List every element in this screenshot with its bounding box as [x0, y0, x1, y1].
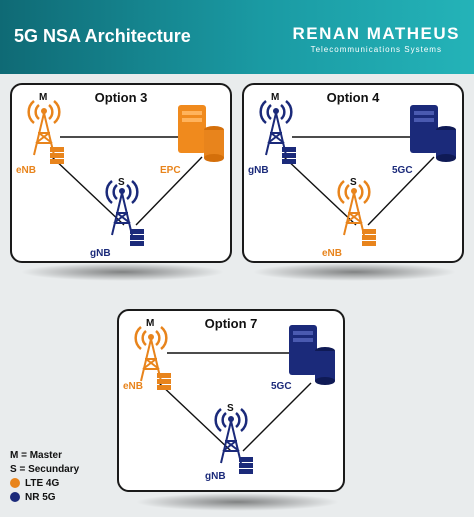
option-7-panel: Option 7 — [117, 309, 345, 492]
panel-shadow — [135, 493, 340, 511]
baseband-unit-icon — [50, 147, 64, 164]
secondary-node-label: gNB — [90, 248, 111, 259]
legend: M = Master S = Secundary LTE 4G NR 5G — [10, 448, 79, 504]
core-server-icon — [178, 105, 224, 162]
option-3-panel: Option 3 — [10, 83, 232, 263]
master-label: M — [39, 92, 48, 103]
baseband-unit-icon — [362, 229, 376, 246]
panel-title: Option 7 — [204, 316, 258, 331]
master-node-label: gNB — [248, 165, 269, 176]
core-label: EPC — [160, 165, 181, 176]
legend-secondary: S = Secundary — [10, 462, 79, 476]
legend-master: M = Master — [10, 448, 79, 462]
legend-lte: LTE 4G — [10, 476, 79, 490]
legend-lte-text: LTE 4G — [25, 477, 60, 489]
core-label: 5GC — [392, 165, 413, 176]
core-server-icon — [289, 325, 335, 385]
antenna-icon — [27, 100, 61, 156]
secondary-node-label: gNB — [205, 471, 226, 482]
page-title: 5G NSA Architecture — [14, 26, 191, 46]
brand-logo: RENAN MATHEUS Telecommunications Systems — [293, 24, 460, 54]
baseband-unit-icon — [157, 373, 171, 390]
brand-name: RENAN MATHEUS — [292, 24, 460, 43]
legend-master-text: M = Master — [10, 449, 62, 461]
option-4-diagram — [259, 100, 456, 246]
antenna-icon — [337, 180, 371, 236]
legend-nr: NR 5G — [10, 490, 79, 504]
panel-title: Option 4 — [326, 90, 380, 105]
antenna-icon — [259, 100, 293, 156]
connection-lines — [283, 136, 435, 226]
header-banner: 5G NSA Architecture RENAN MATHEUS Teleco… — [0, 0, 474, 74]
panel-title: Option 3 — [94, 90, 148, 105]
antenna-icon — [214, 408, 248, 464]
secondary-label: S — [118, 177, 125, 188]
connection-lines — [158, 352, 312, 452]
option-3-diagram — [27, 100, 224, 246]
nr-dot-icon — [10, 492, 20, 502]
master-node-label: eNB — [16, 165, 37, 176]
secondary-label: S — [227, 403, 234, 414]
option-7-diagram — [134, 325, 335, 474]
brand-subtitle: Telecommunications Systems — [310, 45, 442, 54]
panel-shadow — [252, 263, 457, 281]
core-server-icon — [410, 105, 456, 162]
baseband-unit-icon — [282, 147, 296, 164]
option-4-panel: Option 4 — [242, 83, 464, 263]
lte-dot-icon — [10, 478, 20, 488]
connection-lines — [51, 136, 203, 226]
core-label: 5GC — [271, 381, 292, 392]
master-node-label: eNB — [123, 381, 144, 392]
antenna-icon — [105, 180, 139, 236]
secondary-node-label: eNB — [322, 248, 343, 259]
legend-secondary-text: S = Secundary — [10, 463, 80, 475]
panel-shadow — [20, 263, 225, 281]
secondary-label: S — [350, 177, 357, 188]
baseband-unit-icon — [130, 229, 144, 246]
legend-nr-text: NR 5G — [25, 491, 56, 503]
master-label: M — [146, 318, 155, 329]
antenna-icon — [134, 326, 168, 382]
master-label: M — [271, 92, 280, 103]
baseband-unit-icon — [239, 457, 253, 474]
